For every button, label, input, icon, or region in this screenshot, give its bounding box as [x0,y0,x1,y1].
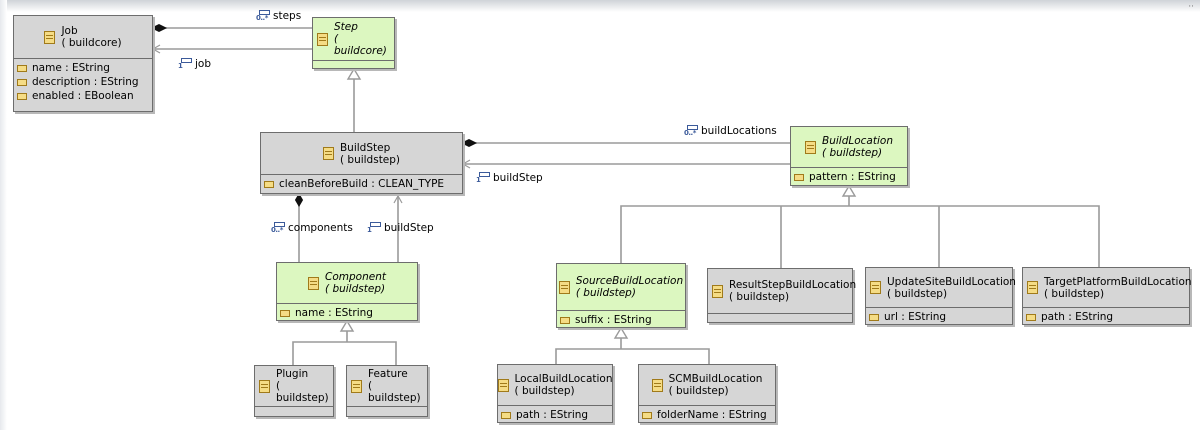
class-icon [497,378,509,392]
overflow-indicator: ·· [1188,2,1194,12]
attribute-row[interactable]: suffix : EString [560,313,682,327]
class-icon [308,276,320,290]
component-buildstep-arrowhead [393,194,403,204]
buildlocation-inheritance-triangle [841,184,857,197]
buildstep-label: 1 buildStep [476,172,543,184]
buildlocations-composition-diamond [460,138,478,148]
attribute-icon [17,78,27,86]
class-icon [351,379,362,393]
canvas-top-edge [0,0,1200,12]
attribute-row[interactable]: pattern : EString [794,170,904,184]
class-icon [651,378,663,392]
attribute-icon [560,316,570,324]
attribute-row[interactable]: enabled : EBoolean [17,89,149,103]
class-feature[interactable]: Feature( buildstep) [346,365,428,417]
attribute-row[interactable]: name : EString [280,306,414,320]
many-multiplicity-icon: 0..* [684,125,698,137]
attribute-icon [794,173,804,181]
class-icon [558,280,570,294]
class-name: Job [61,25,78,37]
attribute-icon [642,411,652,419]
step-inheritance-triangle [346,67,362,80]
class-targetplatformbuildlocation[interactable]: TargetPlatformBuildLocation( buildstep) … [1022,267,1192,325]
one-multiplicity-icon: 1 [178,58,192,70]
component-buildstep-label: 1 buildStep [367,222,434,234]
attribute-icon [869,313,879,321]
steps-composition-diamond [150,23,168,33]
class-icon [44,30,56,44]
class-buildstep[interactable]: BuildStep( buildstep) cleanBeforeBuild :… [260,132,463,194]
class-icon [870,281,881,294]
many-multiplicity-icon: 0..* [256,10,270,22]
components-composition-diamond [294,193,304,207]
attribute-row[interactable]: name : EString [17,61,149,75]
source-subclass-lines [555,348,710,364]
components-label: 0..* components [271,222,353,234]
attribute-icon [1026,313,1036,321]
class-localbuildlocation[interactable]: LocalBuildLocation( buildstep) path : ES… [497,364,613,423]
attribute-icon [501,411,511,419]
class-step[interactable]: Step( buildcore) [312,17,395,69]
attribute-row[interactable]: cleanBeforeBuild : CLEAN_TYPE [264,177,459,191]
class-sourcebuildlocation[interactable]: SourceBuildLocation( buildstep) suffix :… [556,263,686,328]
class-updatesitebuildlocation[interactable]: UpdateSiteBuildLocation( buildstep) url … [865,267,1016,325]
one-multiplicity-icon: 1 [367,222,381,234]
attribute-row[interactable]: url : EString [869,310,1009,324]
many-multiplicity-icon: 0..* [271,222,285,234]
steps-label: 0..* steps [256,10,302,22]
buildlocations-label: 0..* buildLocations [684,125,777,137]
attribute-icon [17,64,27,72]
class-icon [259,379,270,393]
attribute-row[interactable]: path : EString [1026,310,1186,324]
class-resultstepbuildlocation[interactable]: ResultStepBuildLocation( buildstep) [707,268,856,323]
attribute-row[interactable]: description : EString [17,75,149,89]
plugin-feature-extends-component-lines [292,341,397,365]
attribute-icon [280,309,290,317]
class-icon [322,147,334,160]
buildlocation-subclass-lines [620,205,1100,267]
class-icon [317,32,328,46]
class-icon [1027,281,1038,294]
class-icon [712,284,723,298]
class-package: ( buildcore) [61,37,122,49]
component-inheritance-triangle [339,319,355,332]
source-inheritance-triangle [613,326,629,339]
class-plugin[interactable]: Plugin( buildstep) [254,365,334,417]
class-icon [805,140,817,154]
attribute-row[interactable]: path : EString [501,408,609,422]
class-component[interactable]: Component( buildstep) name : EString [276,262,418,321]
job-label: 1 job [178,58,212,70]
one-multiplicity-icon: 1 [476,172,490,184]
attribute-row[interactable]: folderName : EString [642,408,772,422]
class-buildlocation[interactable]: BuildLocation( buildstep) pattern : EStr… [790,126,908,186]
attribute-icon [264,180,274,188]
attribute-icon [17,92,27,100]
buildstep-arrowhead [461,159,471,169]
class-job[interactable]: Job( buildcore) name : EString descripti… [13,15,153,112]
job-arrowhead [151,44,161,54]
class-scmbuildlocation[interactable]: SCMBuildLocation( buildstep) folderName … [638,364,776,423]
canvas-left-edge [0,0,7,430]
